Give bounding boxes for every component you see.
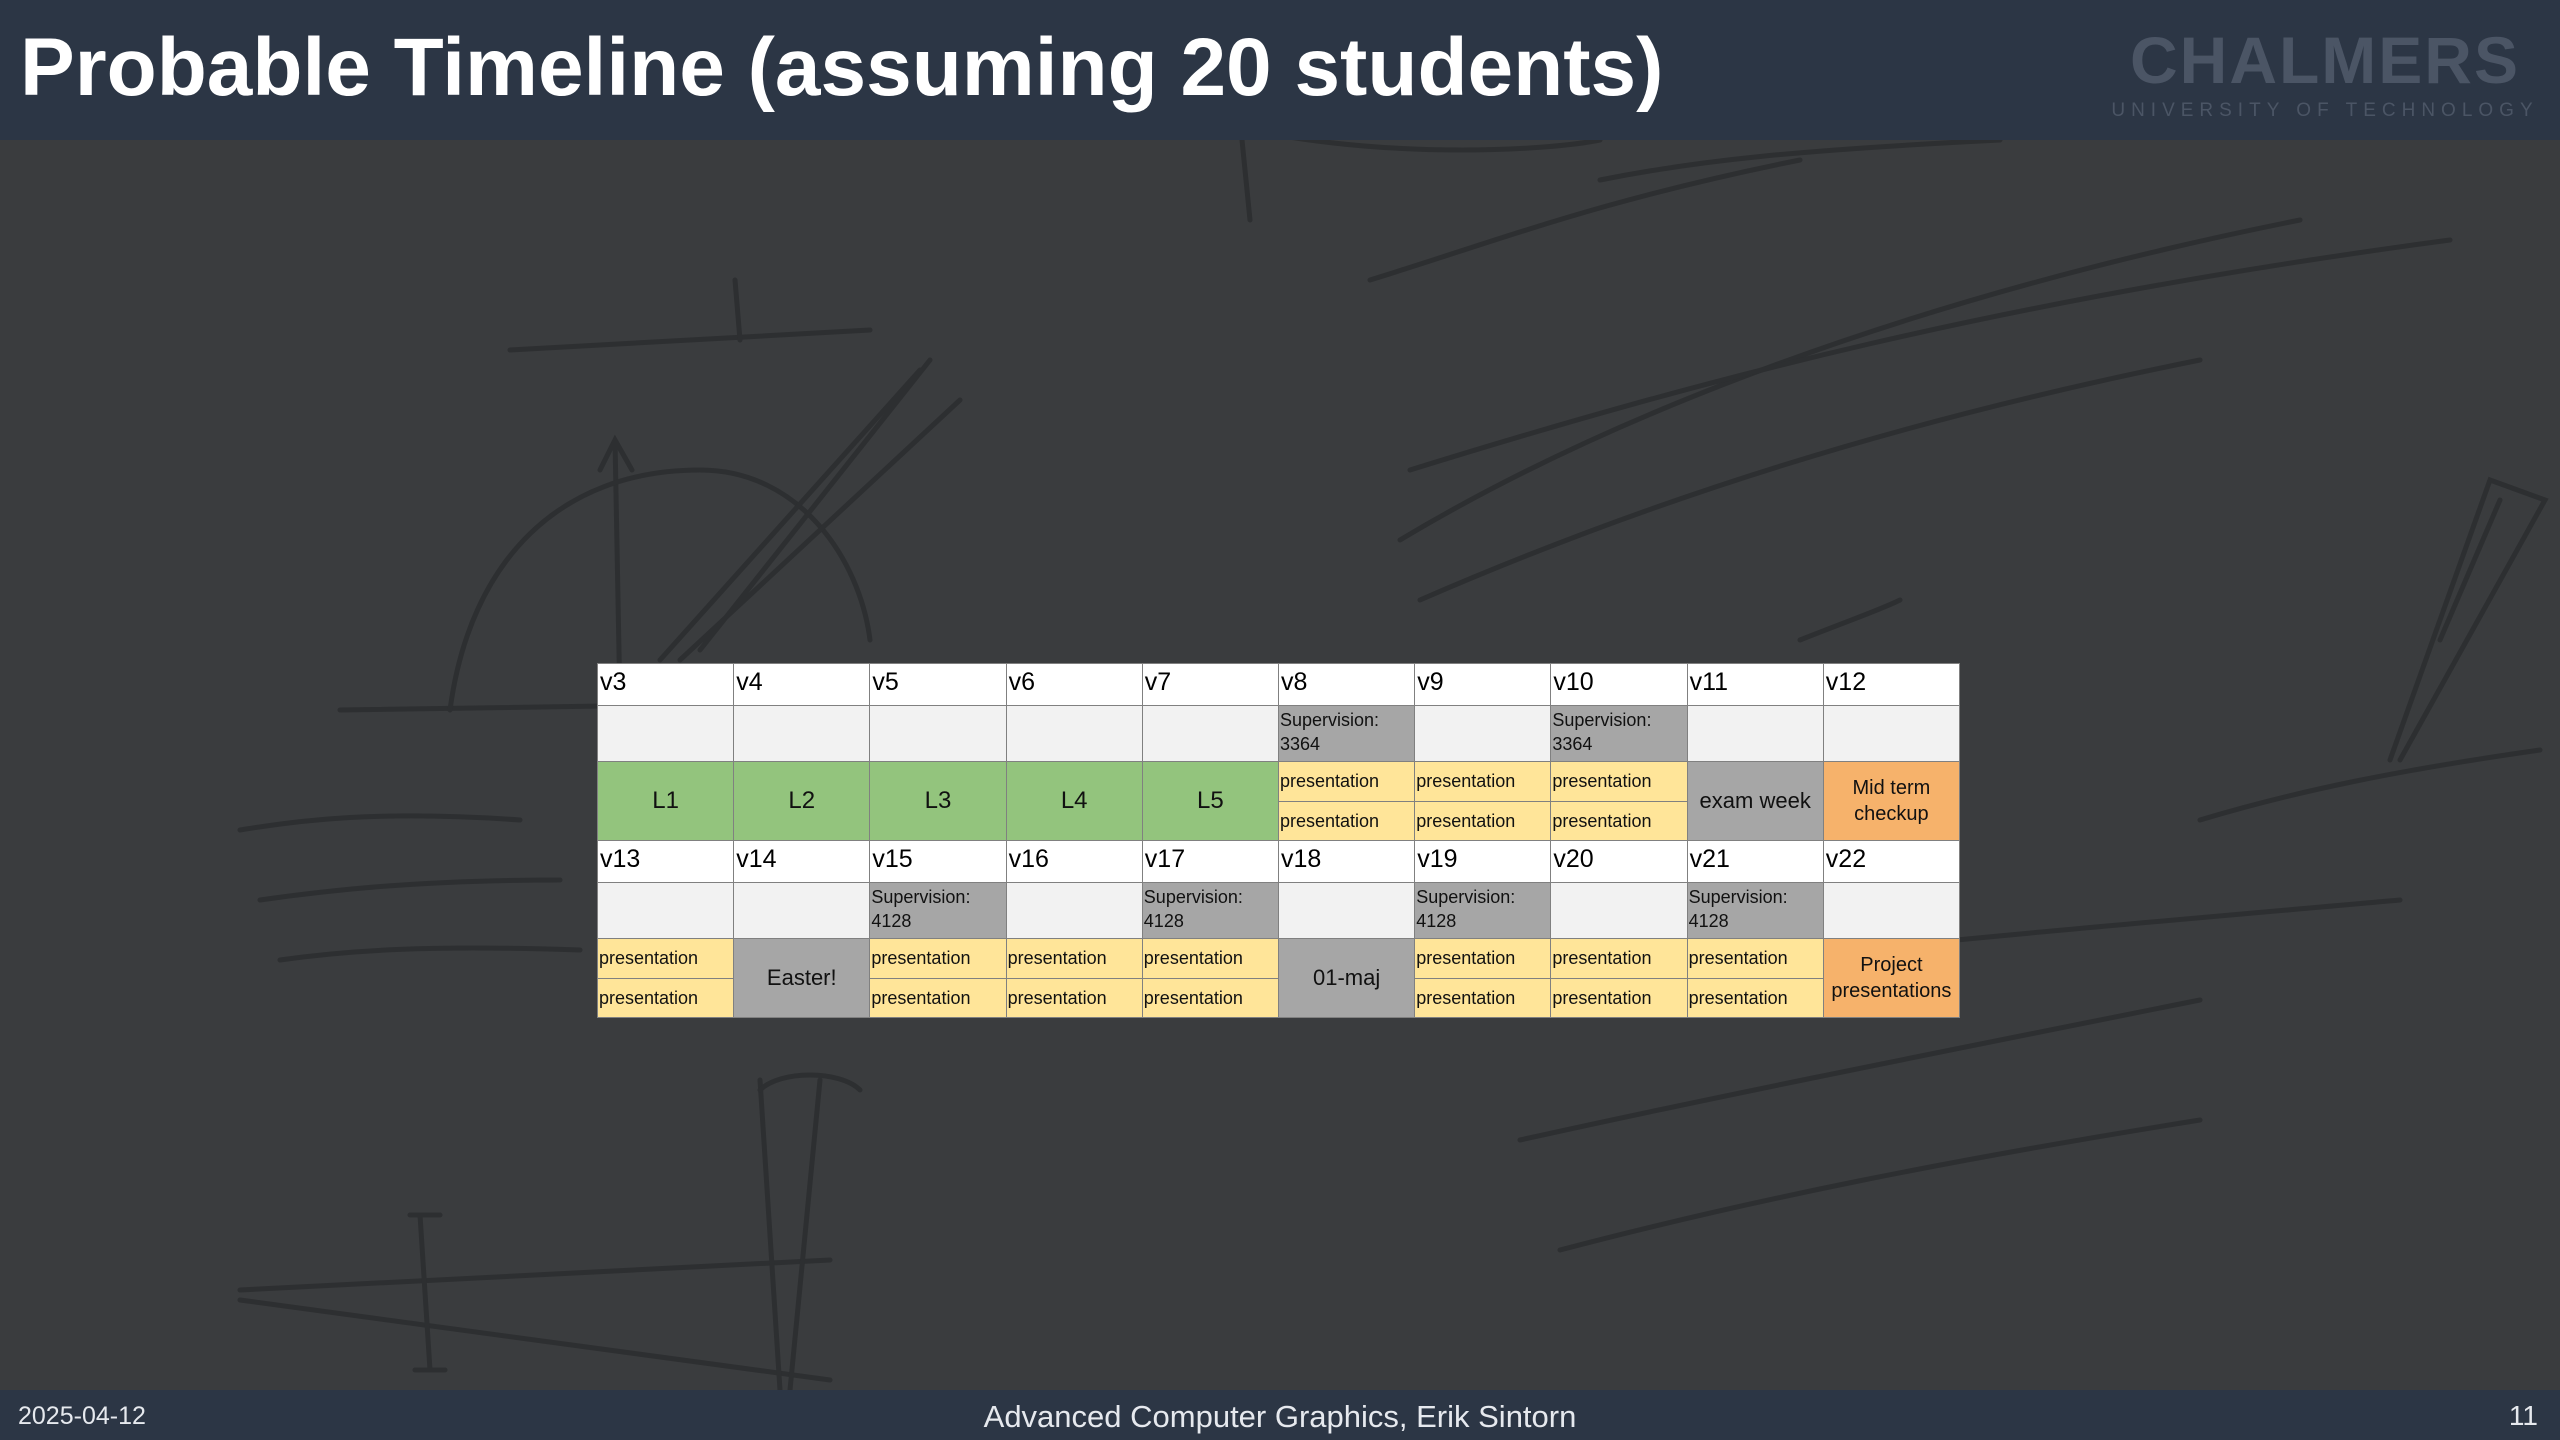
empty-cell: [1005, 882, 1143, 939]
presentation-slot: presentation: [1005, 938, 1143, 979]
week-label: v8: [1278, 663, 1416, 706]
presentation-slot: presentation: [1414, 938, 1552, 979]
week-label: v19: [1414, 840, 1552, 883]
supervision-cell: Supervision: 4128: [1414, 882, 1552, 939]
presentation-slot: presentation: [1686, 977, 1824, 1018]
presentation-slot: presentation: [1414, 977, 1552, 1018]
empty-cell: [733, 705, 871, 762]
week-label: v20: [1550, 840, 1688, 883]
week-label: v7: [1141, 663, 1279, 706]
lab-cell: L1: [597, 761, 735, 841]
week-label: v15: [869, 840, 1007, 883]
week-label: v12: [1822, 663, 1960, 706]
presentation-slot: presentation: [1414, 761, 1552, 802]
event-cell: 01-maj: [1278, 938, 1416, 1018]
slide-footer: 2025-04-12 Advanced Computer Graphics, E…: [0, 1390, 2560, 1440]
week-label: v4: [733, 663, 871, 706]
week-label: v9: [1414, 663, 1552, 706]
supervision-cell: Supervision: 3364: [1550, 705, 1688, 762]
presentation-slot: presentation: [1141, 938, 1279, 979]
empty-cell: [1414, 705, 1552, 762]
empty-cell: [1550, 882, 1688, 939]
presentation-slot: presentation: [597, 938, 735, 979]
lab-cell: L3: [869, 761, 1007, 841]
week-label: v17: [1141, 840, 1279, 883]
empty-cell: [1141, 705, 1279, 762]
week-label: v11: [1686, 663, 1824, 706]
presentation-slot: presentation: [1141, 977, 1279, 1018]
empty-cell: [1822, 882, 1960, 939]
lab-cell: L2: [733, 761, 871, 841]
supervision-cell: Supervision: 4128: [869, 882, 1007, 939]
chalmers-logo: CHALMERS UNIVERSITY OF TECHNOLOGY: [2105, 22, 2545, 132]
presentation-slot: presentation: [1550, 761, 1688, 802]
week-label: v14: [733, 840, 871, 883]
presentation-slot: presentation: [1278, 800, 1416, 841]
slide-title: Probable Timeline (assuming 20 students): [20, 22, 1664, 113]
presentation-slot: presentation: [869, 938, 1007, 979]
week-label: v6: [1005, 663, 1143, 706]
week-label: v3: [597, 663, 735, 706]
empty-cell: [1822, 705, 1960, 762]
week-label: v5: [869, 663, 1007, 706]
empty-cell: [597, 882, 735, 939]
event-cell: exam week: [1686, 761, 1824, 841]
week-label: v13: [597, 840, 735, 883]
milestone-cell: Mid term checkup: [1822, 761, 1960, 841]
logo-subtitle: UNIVERSITY OF TECHNOLOGY: [2111, 100, 2539, 121]
presentation-slot: presentation: [1550, 938, 1688, 979]
presentation-slot: presentation: [1686, 938, 1824, 979]
lab-cell: L4: [1005, 761, 1143, 841]
lab-cell: L5: [1141, 761, 1279, 841]
event-cell: Easter!: [733, 938, 871, 1018]
empty-cell: [1278, 882, 1416, 939]
logo-name: CHALMERS: [2130, 23, 2520, 97]
milestone-cell: Project presentations: [1822, 938, 1960, 1018]
presentation-slot: presentation: [1278, 761, 1416, 802]
footer-page-number: 11: [2508, 1400, 2538, 1431]
presentation-slot: presentation: [869, 977, 1007, 1018]
empty-cell: [1005, 705, 1143, 762]
footer-course: Advanced Computer Graphics, Erik Sintorn: [983, 1399, 1577, 1434]
presentation-slot: presentation: [597, 977, 735, 1018]
slide-header: Probable Timeline (assuming 20 students)…: [0, 0, 2560, 140]
empty-cell: [869, 705, 1007, 762]
presentation-slot: presentation: [1414, 800, 1552, 841]
week-label: v22: [1822, 840, 1960, 883]
footer-date: 2025-04-12: [18, 1402, 146, 1430]
empty-cell: [597, 705, 735, 762]
week-label: v21: [1686, 840, 1824, 883]
week-label: v16: [1005, 840, 1143, 883]
supervision-cell: Supervision: 4128: [1686, 882, 1824, 939]
presentation-slot: presentation: [1005, 977, 1143, 1018]
week-label: v18: [1278, 840, 1416, 883]
supervision-cell: Supervision: 3364: [1278, 705, 1416, 762]
empty-cell: [733, 882, 871, 939]
empty-cell: [1686, 705, 1824, 762]
supervision-cell: Supervision: 4128: [1141, 882, 1279, 939]
presentation-slot: presentation: [1550, 977, 1688, 1018]
presentation-slot: presentation: [1550, 800, 1688, 841]
week-label: v10: [1550, 663, 1688, 706]
